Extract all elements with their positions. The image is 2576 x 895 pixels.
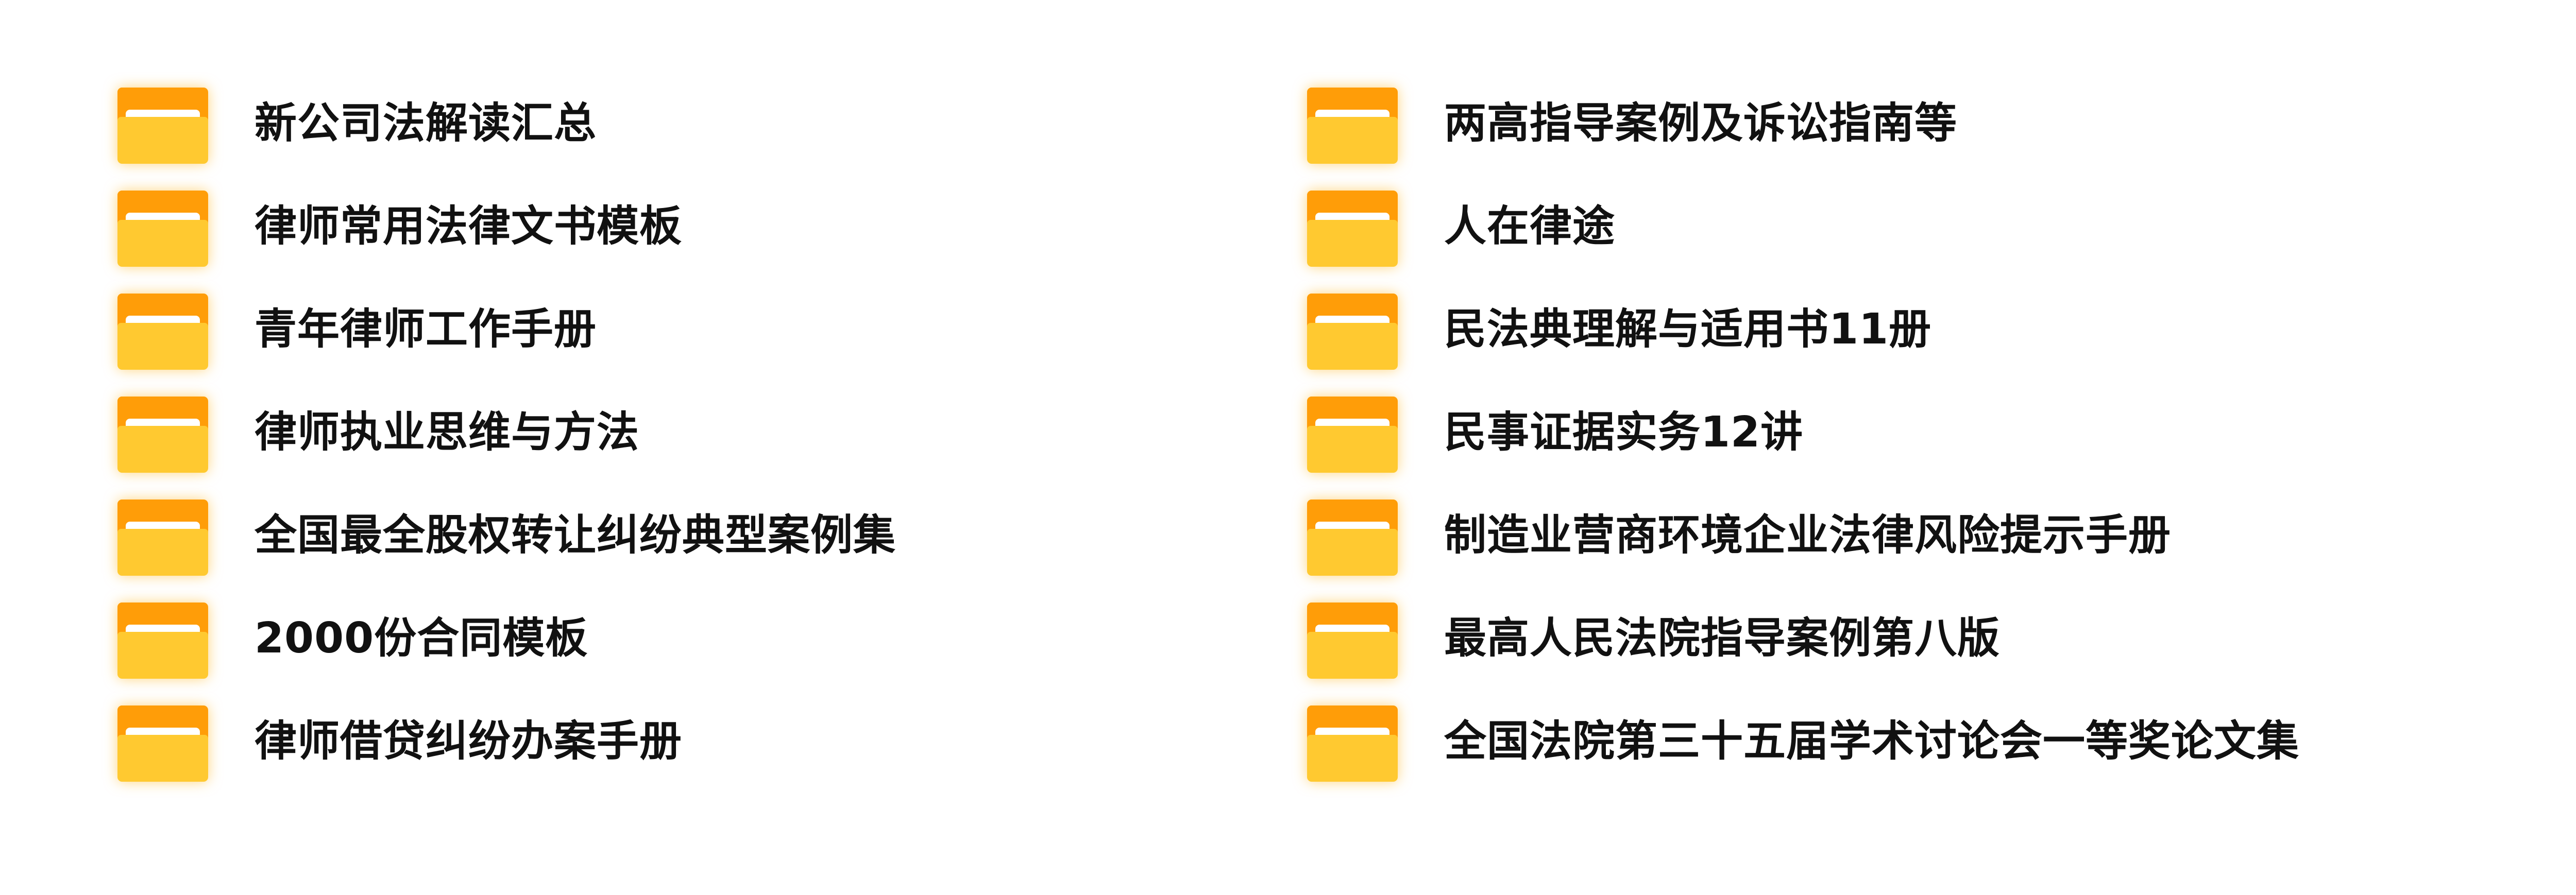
folder-icon bbox=[117, 291, 208, 370]
folder-label: 新公司法解读汇总 bbox=[255, 99, 597, 148]
folder-list-item[interactable]: 律师借贷纠纷办案手册 bbox=[117, 703, 682, 782]
folder-list-item[interactable]: 两高指导案例及诉讼指南等 bbox=[1307, 85, 1957, 164]
left-column: 新公司法解读汇总 律师常用法律文书模板 青年律师工作手册 bbox=[117, 85, 896, 782]
folder-label: 2000份合同模板 bbox=[255, 614, 588, 663]
folder-front-shape bbox=[1307, 220, 1398, 267]
folder-tab-shape bbox=[1307, 191, 1352, 208]
folder-tab-shape bbox=[1307, 88, 1352, 105]
folder-label: 制造业营商环境企业法律风险提示手册 bbox=[1444, 511, 2172, 560]
folder-front-shape bbox=[117, 323, 208, 370]
folder-icon bbox=[1307, 703, 1398, 782]
folder-tab-shape bbox=[1307, 603, 1352, 620]
folder-label: 最高人民法院指导案例第八版 bbox=[1444, 614, 2001, 663]
folder-icon bbox=[117, 497, 208, 576]
folder-icon bbox=[117, 85, 208, 164]
folder-list-item[interactable]: 新公司法解读汇总 bbox=[117, 85, 597, 164]
folder-label: 民事证据实务12讲 bbox=[1444, 408, 1804, 457]
folder-tab-shape bbox=[1307, 397, 1352, 414]
folder-label: 律师常用法律文书模板 bbox=[255, 202, 683, 251]
folder-front-shape bbox=[117, 529, 208, 576]
folder-list-item[interactable]: 2000份合同模板 bbox=[117, 600, 588, 679]
folder-list-item[interactable]: 最高人民法院指导案例第八版 bbox=[1307, 600, 2000, 679]
folder-tab-shape bbox=[117, 500, 163, 517]
folder-front-shape bbox=[1307, 735, 1398, 782]
folder-front-shape bbox=[1307, 323, 1398, 370]
folder-list-item[interactable]: 律师常用法律文书模板 bbox=[117, 188, 682, 267]
folder-list-item[interactable]: 民事证据实务12讲 bbox=[1307, 394, 1803, 473]
folder-front-shape bbox=[117, 735, 208, 782]
folder-icon bbox=[1307, 188, 1398, 267]
folder-tab-shape bbox=[117, 603, 163, 620]
folder-front-shape bbox=[1307, 529, 1398, 576]
folder-front-shape bbox=[117, 632, 208, 679]
folder-icon bbox=[1307, 497, 1398, 576]
folder-tab-shape bbox=[117, 294, 163, 311]
folder-tab-shape bbox=[1307, 294, 1352, 311]
folder-icon bbox=[117, 703, 208, 782]
folder-front-shape bbox=[117, 220, 208, 267]
folder-label: 律师执业思维与方法 bbox=[255, 408, 640, 457]
folder-label: 全国最全股权转让纠纷典型案例集 bbox=[255, 511, 896, 560]
folder-list-item[interactable]: 律师执业思维与方法 bbox=[117, 394, 639, 473]
folder-icon bbox=[1307, 394, 1398, 473]
folder-list-item[interactable]: 民法典理解与适用书11册 bbox=[1307, 291, 1931, 370]
folder-list-item[interactable]: 全国法院第三十五届学术讨论会一等奖论文集 bbox=[1307, 703, 2299, 782]
folder-label: 人在律途 bbox=[1444, 202, 1616, 251]
folder-tab-shape bbox=[1307, 500, 1352, 517]
folder-front-shape bbox=[1307, 632, 1398, 679]
folder-front-shape bbox=[117, 117, 208, 164]
folder-label: 两高指导案例及诉讼指南等 bbox=[1444, 99, 1958, 148]
folder-icon bbox=[1307, 600, 1398, 679]
folder-tab-shape bbox=[117, 397, 163, 414]
folder-list-item[interactable]: 全国最全股权转让纠纷典型案例集 bbox=[117, 497, 896, 576]
folder-list-item[interactable]: 制造业营商环境企业法律风险提示手册 bbox=[1307, 497, 2171, 576]
folder-tab-shape bbox=[117, 191, 163, 208]
right-column: 两高指导案例及诉讼指南等 人在律途 民法典理解与适用书11册 bbox=[1307, 0, 2576, 895]
folder-front-shape bbox=[1307, 117, 1398, 164]
folder-tab-shape bbox=[117, 705, 163, 723]
folder-icon bbox=[117, 188, 208, 267]
folder-icon bbox=[1307, 291, 1398, 370]
folder-front-shape bbox=[117, 426, 208, 473]
folder-icon bbox=[117, 394, 208, 473]
folder-label: 民法典理解与适用书11册 bbox=[1444, 305, 1932, 354]
folder-icon bbox=[1307, 85, 1398, 164]
folder-label: 青年律师工作手册 bbox=[255, 305, 597, 354]
folder-list-item[interactable]: 人在律途 bbox=[1307, 188, 1615, 267]
folder-label: 律师借贷纠纷办案手册 bbox=[255, 717, 683, 766]
folder-tab-shape bbox=[1307, 705, 1352, 723]
folder-tab-shape bbox=[117, 88, 163, 105]
folder-label: 全国法院第三十五届学术讨论会一等奖论文集 bbox=[1444, 717, 2300, 766]
folder-list-item[interactable]: 青年律师工作手册 bbox=[117, 291, 597, 370]
folder-front-shape bbox=[1307, 426, 1398, 473]
folder-icon bbox=[117, 600, 208, 679]
